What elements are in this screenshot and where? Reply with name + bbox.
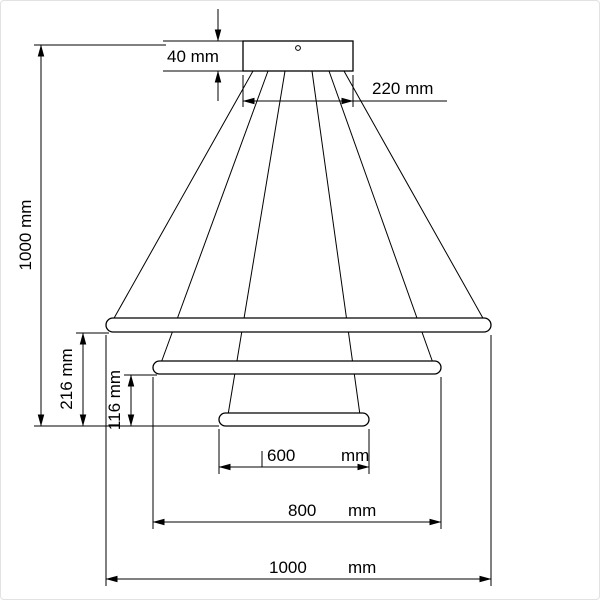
- dim-ring-large: [105, 335, 492, 586]
- dim-label-ring-middle-value: 800: [288, 501, 316, 520]
- dim-label-ring-large-value: 1000: [269, 558, 307, 577]
- wire-small-left: [227, 70, 286, 416]
- wire-middle-right: [328, 70, 434, 364]
- dim-label-spacing-outer: 216 mm: [57, 348, 76, 409]
- dim-label-ring-small-value: 600: [267, 446, 295, 465]
- ring-small: [218, 412, 370, 427]
- wire-large-left: [112, 70, 254, 321]
- dim-label-ring-large-unit: mm: [348, 558, 376, 577]
- wire-small-right: [311, 70, 361, 416]
- dim-ring-middle: [152, 377, 442, 529]
- wire-large-right: [343, 70, 485, 321]
- dim-spacing-outer: [76, 332, 109, 427]
- dim-ring-small: [218, 429, 370, 474]
- mounting-hole-icon: [295, 45, 301, 51]
- dim-label-canopy-height: 40 mm: [167, 47, 219, 66]
- ring-large: [105, 317, 492, 333]
- dim-drop-height: [34, 44, 166, 427]
- suspension-wires: [112, 70, 485, 416]
- dim-label-drop-height: 1000 mm: [16, 200, 35, 271]
- dim-label-ring-middle-unit: mm: [348, 501, 376, 520]
- dim-label-canopy-width: 220 mm: [372, 79, 433, 98]
- wire-middle-left: [160, 70, 269, 364]
- dim-label-ring-small-unit: mm: [341, 446, 369, 465]
- dim-spacing-inner: [124, 374, 157, 427]
- ring-middle: [152, 360, 442, 375]
- dim-canopy-width: [242, 75, 447, 107]
- dim-label-spacing-inner: 116 mm: [105, 370, 124, 430]
- dim-canopy-height: [163, 9, 243, 101]
